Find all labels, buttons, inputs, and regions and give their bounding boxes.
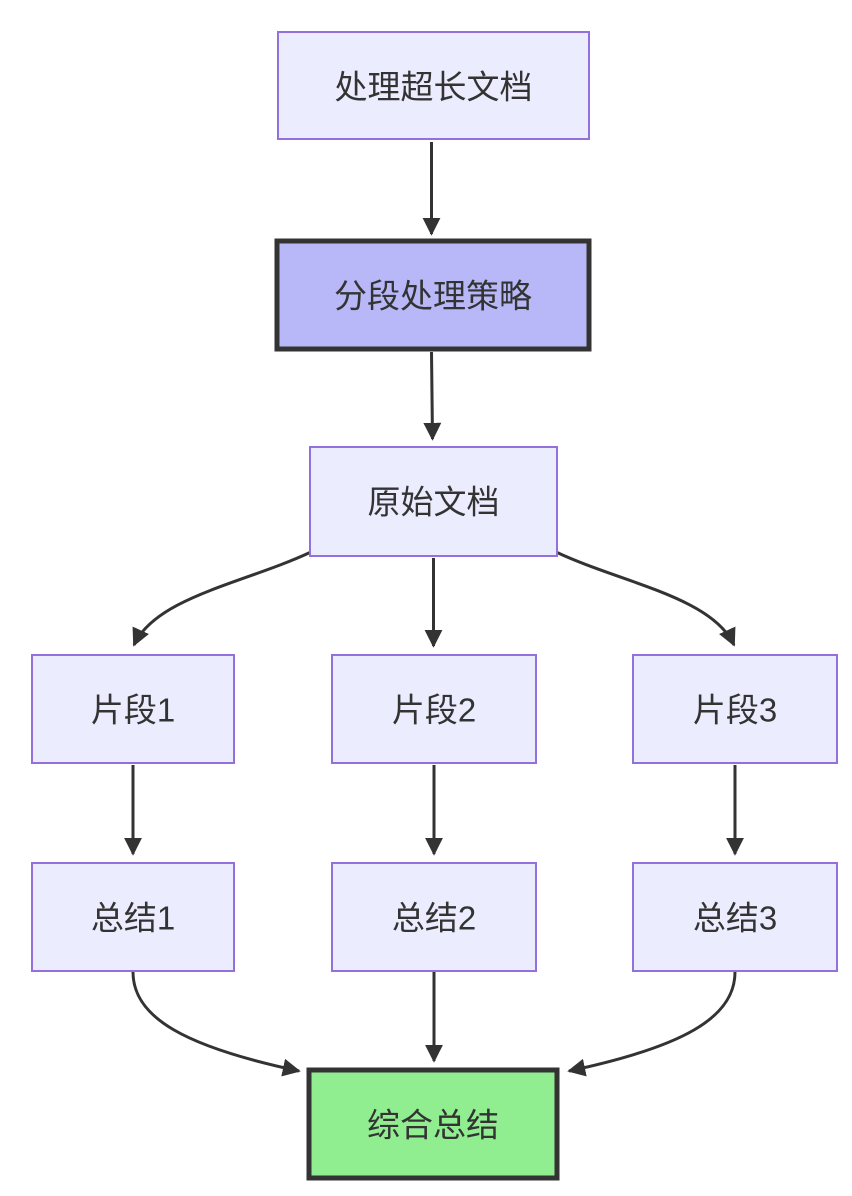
node-final-summary-label: 综合总结 xyxy=(367,1107,499,1144)
node-segmentation-strategy-label: 分段处理策略 xyxy=(334,278,532,315)
node-summary-2-box xyxy=(331,862,537,972)
node-summary-2-label: 总结2 xyxy=(392,900,476,937)
node-fragment-3-label: 片段3 xyxy=(693,692,777,729)
node-summary-1: 总结1 xyxy=(31,862,235,972)
node-segmentation-strategy-box xyxy=(274,238,592,352)
node-process-long-doc: 处理超长文档 xyxy=(277,31,590,140)
node-fragment-3-box xyxy=(632,654,838,764)
edge-sum3-to-final xyxy=(567,971,737,1077)
node-fragment-1-box xyxy=(31,654,235,764)
edge-doc-to-chunk3 xyxy=(555,550,736,647)
node-final-summary-box xyxy=(306,1067,560,1181)
node-summary-2: 总结2 xyxy=(331,862,537,972)
node-summary-1-label: 总结1 xyxy=(91,900,175,937)
edge-sum1-to-final xyxy=(131,971,301,1077)
node-original-doc-box xyxy=(309,446,558,557)
node-fragment-1-label: 片段1 xyxy=(91,692,175,729)
node-fragment-2-box xyxy=(331,654,537,764)
node-fragment-2: 片段2 xyxy=(331,654,537,764)
node-process-long-doc-box xyxy=(277,31,590,140)
node-original-doc-label: 原始文档 xyxy=(368,484,500,521)
node-process-long-doc-label: 处理超长文档 xyxy=(335,69,533,106)
node-segmentation-strategy: 分段处理策略 xyxy=(274,238,592,352)
node-layer: 处理超长文档 分段处理策略 原始文档 片段1 片段2 片段3 xyxy=(31,31,838,1181)
node-summary-1-box xyxy=(31,862,235,972)
edge-layer xyxy=(124,142,744,1077)
node-summary-3-box xyxy=(632,862,838,972)
node-original-doc: 原始文档 xyxy=(309,446,558,557)
node-fragment-3: 片段3 xyxy=(632,654,838,764)
node-summary-3-label: 总结3 xyxy=(693,900,777,937)
edge-strategy-to-doc xyxy=(423,351,442,441)
node-fragment-1: 片段1 xyxy=(31,654,235,764)
edge-doc-to-chunk1 xyxy=(132,550,312,647)
node-final-summary: 综合总结 xyxy=(306,1067,560,1181)
node-summary-3: 总结3 xyxy=(632,862,838,972)
node-fragment-2-label: 片段2 xyxy=(392,692,476,729)
